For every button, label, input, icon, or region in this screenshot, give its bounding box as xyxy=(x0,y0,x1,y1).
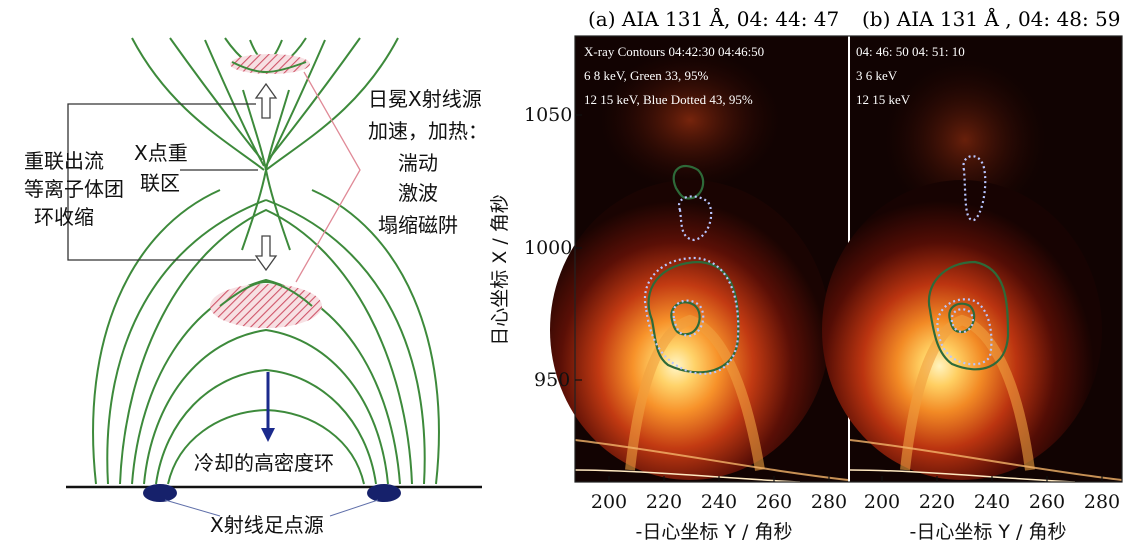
x-tick-b-240: 240 xyxy=(974,491,1010,513)
x-axis-label-b: -日心坐标 Y / 角秒 xyxy=(910,521,1067,543)
x-axis-label-a: -日心坐标 Y / 角秒 xyxy=(636,521,793,543)
y-axis-label: 日心坐标 X / 角秒 xyxy=(489,194,511,346)
x-tick-b-220: 220 xyxy=(919,491,955,513)
pink-connector xyxy=(295,71,361,283)
x-tick-a-200: 200 xyxy=(591,491,627,513)
x-tick-b-260: 260 xyxy=(1029,491,1065,513)
field-line xyxy=(265,37,399,171)
coronal-label-3: 湍动 xyxy=(398,151,438,175)
field-line xyxy=(155,368,377,485)
down-arrow-icon xyxy=(261,428,275,442)
schematic: 重联出流 等离子体团 环收缩 X点重 联区 日冕X射线源 加速，加热： 湍动 激… xyxy=(24,37,488,537)
panel-b-overlay-1: 04: 46: 50 04: 51: 10 xyxy=(856,44,965,59)
field-line xyxy=(131,278,401,485)
outflow-label-3: 环收缩 xyxy=(34,205,94,229)
panel-frame xyxy=(574,35,1123,483)
footpoint-left xyxy=(143,484,177,502)
panel-b-image: 04: 46: 50 04: 51: 10 3 6 keV 12 15 keV xyxy=(822,36,1123,483)
outflow-arrows xyxy=(254,82,278,272)
field-line xyxy=(131,37,265,171)
x-tick-b-200: 200 xyxy=(864,491,900,513)
outflow-bracket xyxy=(67,103,258,261)
panel-a-overlay-3: 12 15 keV, Blue Dotted 43, 95% xyxy=(584,92,753,107)
cool-loop-label: 冷却的高密度环 xyxy=(194,451,334,475)
panel-b-title: (b) AIA 131 Å , 04: 48: 59 xyxy=(862,6,1121,31)
outflow-label-2: 等离子体团 xyxy=(24,177,124,201)
down-arrow-icon xyxy=(254,235,278,272)
field-line xyxy=(92,189,221,485)
up-arrow-icon xyxy=(254,82,278,119)
coronal-label-2: 加速，加热： xyxy=(368,119,488,143)
footpoint-leader xyxy=(329,499,379,517)
contraction-arrow xyxy=(261,372,275,442)
field-line xyxy=(265,199,426,485)
field-line xyxy=(241,89,290,251)
xpoint-label-1: X点重 xyxy=(134,141,188,165)
x-tick-b-280: 280 xyxy=(1084,491,1120,513)
field-lines xyxy=(92,37,440,485)
panel-a-overlay-1: X-ray Contours 04:42:30 04:46:50 xyxy=(584,44,764,59)
field-line xyxy=(204,39,265,167)
field-line xyxy=(167,408,365,485)
coronal-label-5: 塌缩磁阱 xyxy=(378,213,458,237)
field-line xyxy=(106,199,267,485)
field-line xyxy=(311,189,440,485)
field-line xyxy=(231,61,307,74)
field-line xyxy=(219,280,313,307)
coronal-hatched-source xyxy=(210,284,322,328)
bracket-line xyxy=(67,103,256,261)
x-tick-a-220: 220 xyxy=(646,491,682,513)
footpoint-leader xyxy=(164,499,221,517)
footpoint-right xyxy=(367,484,401,502)
field-line xyxy=(143,328,389,485)
x-tick-a-240: 240 xyxy=(701,491,737,513)
panel-a-overlay-2: 6 8 keV, Green 33, 95% xyxy=(584,68,708,83)
x-tick-a-280: 280 xyxy=(811,491,847,513)
xpoint-label-2: 联区 xyxy=(140,171,180,195)
y-tick-950: 950 xyxy=(534,369,570,391)
x-tick-a-260: 260 xyxy=(756,491,792,513)
panel-b-overlay-2: 3 6 keV xyxy=(856,68,898,83)
y-tick-1050: 1050 xyxy=(524,104,572,126)
field-line xyxy=(119,208,413,485)
outflow-label-1: 重联出流 xyxy=(24,149,104,173)
coronal-label-4: 激波 xyxy=(398,181,438,205)
y-tick-1000: 1000 xyxy=(524,237,572,259)
footpoint-label: X射线足点源 xyxy=(210,513,324,537)
panel-b-overlay-3: 12 15 keV xyxy=(856,92,911,107)
panel-a-title: (a) AIA 131 Å, 04: 44: 47 xyxy=(588,6,839,31)
coronal-label-1: 日冕X射线源 xyxy=(368,87,482,111)
aia-panels: (a) AIA 131 Å, 04: 44: 47 (b) AIA 131 Å … xyxy=(489,6,1123,543)
field-line xyxy=(169,37,263,161)
panel-a-image: X-ray Contours 04:42:30 04:46:50 6 8 keV… xyxy=(550,36,849,483)
field-line xyxy=(267,37,361,161)
